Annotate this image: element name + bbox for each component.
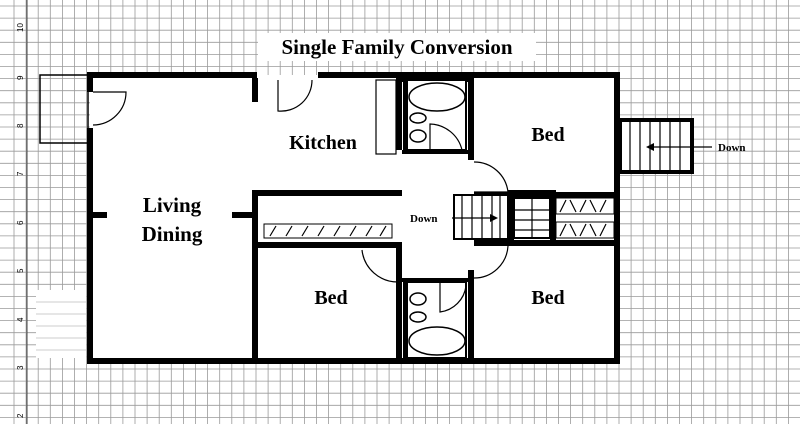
room-label-living: Living: [143, 193, 202, 217]
bed-top-right-door-swing: [473, 161, 509, 193]
closet-living: [263, 223, 393, 239]
exterior-porch: [39, 74, 89, 144]
axis-label-10: 10: [16, 23, 25, 32]
closets: [263, 197, 615, 239]
sink-top: [409, 112, 427, 124]
bathroom-top-door: [429, 123, 463, 151]
room-label-bed-bottom-right: Bed: [531, 287, 564, 309]
room-label-kitchen: Kitchen: [289, 132, 357, 154]
room-label-bed-bottom-middle: Bed: [314, 287, 347, 309]
kitchen-counter: [375, 79, 397, 155]
bathtub-top: [408, 82, 466, 112]
kitchen-door-swing: [277, 79, 313, 112]
title-background: [258, 33, 536, 61]
bed-bottom-right-door-swing: [473, 245, 509, 279]
grid-axis-labels: 10 9 8 7 6 5 4 3 2: [16, 23, 25, 418]
left-exterior-steps: [36, 290, 86, 358]
room-label-bed-top-right: Bed: [531, 124, 564, 146]
axis-label-2: 2: [16, 413, 25, 418]
entry-door-swing: [92, 91, 127, 126]
axis-label-4: 4: [16, 317, 25, 322]
room-label-dining: Dining: [142, 222, 203, 246]
axis-label-5: 5: [16, 268, 25, 273]
bathroom-bottom-door: [439, 282, 467, 313]
axis-label-8: 8: [16, 123, 25, 128]
bed-bottom-middle-door-swing: [361, 249, 399, 283]
interior-stairs: [452, 194, 551, 240]
exterior-stairs-label: Down: [718, 142, 746, 154]
exterior-stairs: [618, 118, 712, 174]
toilet-bottom: [409, 292, 427, 306]
bathroom-bottom: [403, 281, 467, 359]
axis-label-6: 6: [16, 220, 25, 225]
axis-label-3: 3: [16, 365, 25, 370]
axis-label-7: 7: [16, 171, 25, 176]
bathroom-top: [402, 78, 468, 151]
toilet-top: [409, 129, 427, 143]
interior-walls: [252, 78, 614, 360]
sink-bottom: [409, 311, 427, 323]
plan-title: Single Family Conversion: [281, 35, 512, 59]
axis-label-9: 9: [16, 75, 25, 80]
doors: [92, 79, 509, 283]
exterior-walls: [87, 72, 620, 364]
bathtub-bottom: [408, 326, 466, 356]
interior-stairs-label: Down: [410, 213, 438, 225]
